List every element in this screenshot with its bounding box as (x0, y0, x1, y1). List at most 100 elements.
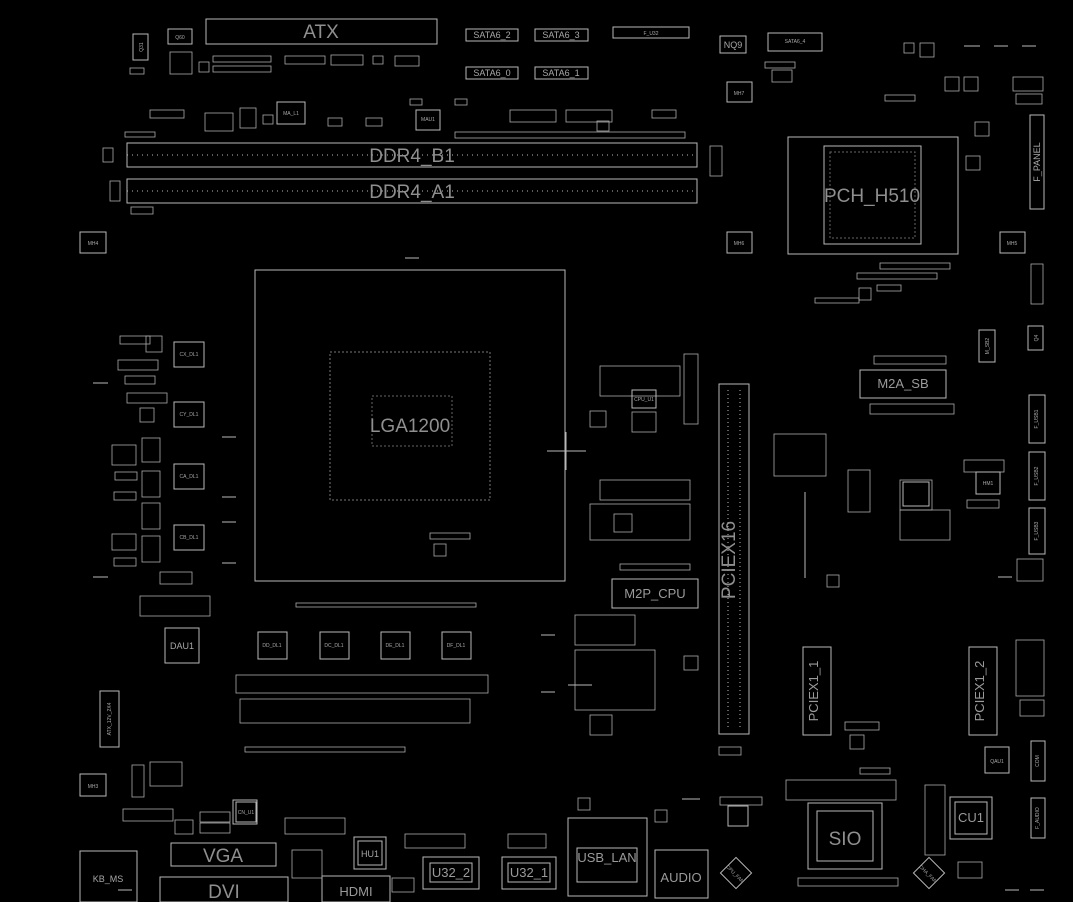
atx12v-connector[interactable]: ATX_12V_2X4 (99, 690, 120, 748)
svg-text:DVI: DVI (208, 882, 240, 902)
svg-text:MH7: MH7 (734, 91, 745, 97)
svg-text:U32_1: U32_1 (510, 865, 548, 880)
cpu-u1-component: CPU_U1 (631, 389, 657, 409)
cn-u1-component: CN_U1 (235, 801, 257, 823)
atx-label: ATX (303, 22, 339, 43)
mid-right-cluster (773, 433, 1044, 588)
svg-text:DD_DL1: DD_DL1 (262, 643, 281, 649)
m2a-sb-slot[interactable]: M2A_SB (859, 355, 955, 415)
svg-text:U32_2: U32_2 (432, 865, 470, 880)
mh3-hole: MH3 (79, 773, 107, 797)
svg-text:DC_DL1: DC_DL1 (324, 643, 343, 649)
pciex1-1-slot[interactable]: PCIEX1_1 (802, 646, 832, 736)
svg-text:SATA6_3: SATA6_3 (542, 30, 579, 40)
hm1-component: HM1 (975, 471, 1001, 495)
f-audio-header[interactable]: F_AUDIO (1030, 797, 1046, 839)
svg-text:F_USB3: F_USB3 (1034, 521, 1040, 540)
svg-text:PCH_H510: PCH_H510 (824, 186, 920, 207)
svg-text:DDR4_B1: DDR4_B1 (369, 146, 455, 167)
f-usb1-header[interactable]: F_USB1 (1028, 394, 1046, 444)
svg-text:COM: COM (1035, 755, 1041, 767)
vrm-left: CX_DL1 CY_DL1 CA_DL1 CB_DL1 (111, 335, 211, 617)
ddr4-b1-slot[interactable]: DDR4_B1 (126, 142, 698, 168)
f-usb2-header[interactable]: F_USB2 (1028, 451, 1046, 501)
svg-text:QAU1: QAU1 (990, 759, 1004, 765)
hdmi-port[interactable]: HDMI (321, 875, 391, 902)
kb-ms-port[interactable]: KB_MS (79, 850, 138, 902)
nq9-component: NQ9 (719, 35, 747, 54)
svg-text:Q31: Q31 (139, 42, 145, 52)
decorative-traces (93, 45, 1044, 891)
mh5-hole: MH5 (999, 231, 1026, 254)
sata6-4-connector[interactable]: SATA6_4 (767, 32, 823, 52)
q60-component: Q60 (167, 28, 193, 45)
atx-connector[interactable]: ATX (205, 18, 438, 45)
svg-text:SATA6_2: SATA6_2 (473, 30, 510, 40)
svg-text:MH6: MH6 (734, 241, 745, 247)
svg-text:CA_DL1: CA_DL1 (180, 474, 199, 480)
hu1-component: HU1 (353, 836, 387, 870)
f-usb3-header[interactable]: F_USB3 (1028, 507, 1046, 555)
com-header[interactable]: COM (1030, 740, 1046, 782)
usb-lan-port[interactable]: USB_LAN (567, 817, 648, 897)
svg-text:DDR4_A1: DDR4_A1 (369, 182, 455, 203)
svg-text:LGA1200: LGA1200 (370, 416, 450, 437)
q4-component: Q4 (1027, 325, 1044, 351)
svg-text:F_USB2: F_USB2 (1034, 466, 1040, 485)
sata6-0-connector[interactable]: SATA6_0 (465, 66, 519, 80)
pch-side-pads (764, 42, 1044, 305)
svg-text:CPU_U1: CPU_U1 (634, 397, 654, 403)
svg-text:MAU1: MAU1 (421, 117, 435, 123)
svg-text:CU1: CU1 (958, 810, 984, 825)
svg-text:AUDIO: AUDIO (660, 870, 701, 885)
mh6-hole: MH6 (726, 231, 753, 254)
f-panel-header[interactable]: F_PANEL (1029, 114, 1045, 210)
sata6-3-connector[interactable]: SATA6_3 (534, 28, 589, 42)
ddr4-a1-slot[interactable]: DDR4_A1 (126, 178, 698, 204)
pciex16-slot[interactable]: PCIEX16 (718, 383, 750, 756)
audio-port[interactable]: AUDIO (654, 849, 709, 899)
pcie-side-pads (844, 639, 1045, 775)
svg-text:MH3: MH3 (88, 784, 99, 790)
svg-text:VGA: VGA (203, 846, 243, 867)
usb2-1-port[interactable]: U32_1 (501, 856, 557, 890)
cpu-right-pads (574, 353, 699, 736)
usb2-2-port[interactable]: U32_2 (422, 856, 480, 890)
svg-text:CN_U1: CN_U1 (238, 810, 255, 816)
m2p-cpu-slot[interactable]: M2P_CPU (611, 578, 699, 609)
sata6-1-connector[interactable]: SATA6_1 (534, 66, 589, 80)
svg-text:HU1: HU1 (361, 849, 379, 859)
vrm-bottom: DD_DL1 DC_DL1 DE_DL1 DF_DL1 (235, 602, 489, 724)
svg-text:F_AUDIO: F_AUDIO (1035, 807, 1041, 829)
mau1-component: MAU1 (415, 109, 441, 131)
pciex1-2-slot[interactable]: PCIEX1_2 (968, 646, 998, 736)
svg-text:DF_DL1: DF_DL1 (447, 643, 466, 649)
svg-text:HDMI: HDMI (339, 884, 372, 899)
svg-text:KB_MS: KB_MS (93, 874, 124, 884)
svg-text:NQ9: NQ9 (724, 40, 743, 50)
svg-text:PCIEX1_2: PCIEX1_2 (972, 661, 987, 722)
svg-text:SATA6_4: SATA6_4 (785, 39, 806, 45)
dvi-port[interactable]: DVI (159, 876, 289, 902)
mh7-hole: MH7 (726, 81, 753, 103)
bottom-left-pads (122, 746, 763, 893)
cu1-chip: CU1 (924, 784, 993, 879)
vga-port[interactable]: VGA (170, 842, 277, 867)
svg-text:M_SB2: M_SB2 (985, 338, 991, 355)
svg-text:M2A_SB: M2A_SB (877, 376, 928, 391)
dau1-component: DAU1 (164, 627, 200, 664)
svg-text:PCIEX16: PCIEX16 (719, 521, 740, 599)
svg-text:SATA6_0: SATA6_0 (473, 68, 510, 78)
top-left-pads (124, 51, 686, 139)
svg-text:F_U32: F_U32 (643, 31, 658, 37)
sata6-2-connector[interactable]: SATA6_2 (465, 28, 519, 42)
f-u32-connector[interactable]: F_U32 (612, 26, 690, 39)
svg-text:F_USB1: F_USB1 (1034, 409, 1040, 428)
svg-text:SIO: SIO (829, 829, 862, 850)
svg-text:M2P_CPU: M2P_CPU (624, 586, 685, 601)
pch-chip: PCH_H510 (787, 136, 959, 255)
svg-text:Q60: Q60 (175, 35, 185, 41)
ma-l1-component: MA_L1 (276, 101, 306, 125)
svg-text:MH5: MH5 (1007, 241, 1018, 247)
